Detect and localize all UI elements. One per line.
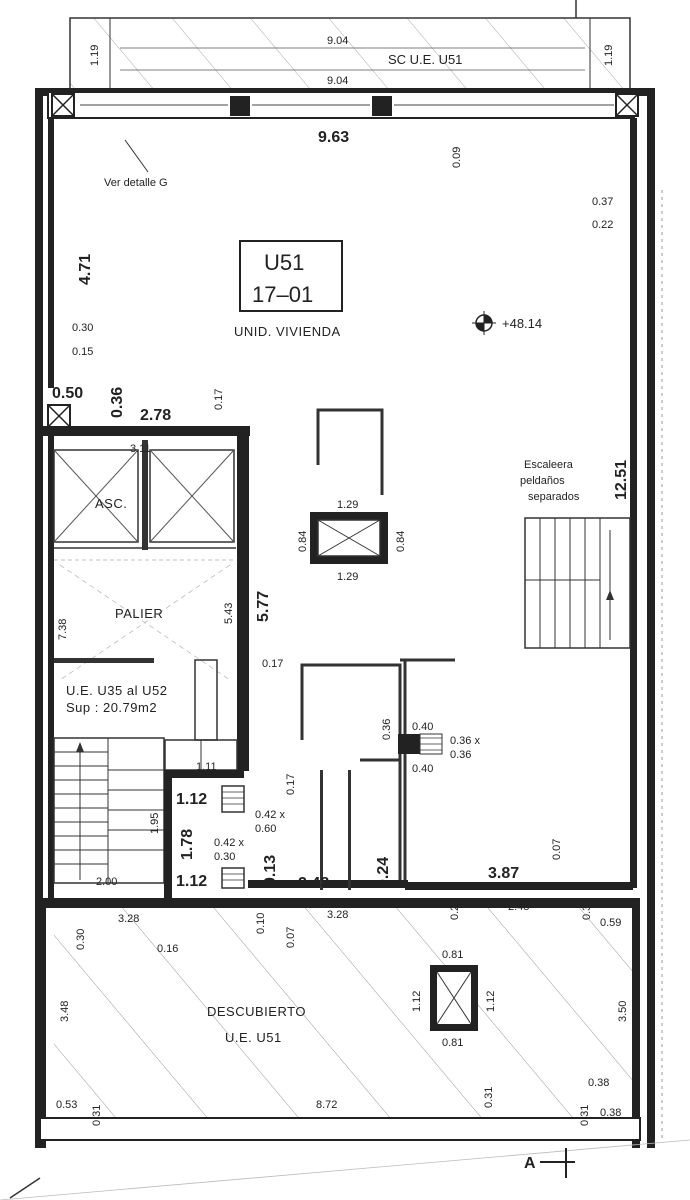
unit-box (239, 240, 343, 312)
dim-0-13: 0.13 (262, 855, 279, 886)
dim-0-38-b: 0.38 (600, 1107, 621, 1119)
dim-8-72: 8.72 (316, 1099, 337, 1111)
dim-12-51: 12.51 (613, 460, 630, 500)
dim-0-42-a-1: 0.42 x (255, 809, 285, 821)
top-terrace (69, 0, 631, 91)
dim-0-40-a: 0.40 (412, 721, 433, 733)
interior-walls (40, 408, 640, 908)
dim-0-09: 0.09 (451, 147, 463, 168)
dim-2-48-a: 2.48 (298, 875, 329, 892)
dim-0-42-b-1: 0.42 x (214, 837, 244, 849)
terrace-dim-right: 1.19 (603, 45, 615, 66)
room-common-2: Sup : 20.79m2 (66, 700, 157, 715)
unit-number: 17–01 (252, 282, 313, 307)
duct-size-1: 0.36 x (450, 735, 480, 747)
dim-3-11: 3.11 (130, 443, 151, 455)
dim-7-38: 7.38 (57, 619, 69, 640)
dim-0-36-b: 0.36 (381, 719, 393, 740)
dim-3-28-a: 3.28 (118, 913, 139, 925)
terrace-dim-bottom: 9.04 (327, 75, 348, 87)
dim-0-42-a-2: 0.60 (255, 823, 276, 835)
dim-0-10: 0.10 (255, 913, 267, 934)
terrace-dim-top: 9.04 (327, 35, 348, 47)
exterior-walls (35, 88, 663, 1148)
dim-0-59: 0.59 (600, 917, 621, 929)
dim-0-31-b: 0.31 (483, 1087, 495, 1108)
dim-1-12-c: 1.12 (411, 991, 423, 1012)
dim-1-12-d: 1.12 (485, 991, 497, 1012)
unit-use-label: UNID. VIVIENDA (234, 324, 341, 339)
dim-3-87: 3.87 (488, 865, 519, 882)
dim-3-28-b: 3.28 (327, 909, 348, 921)
room-common-1: U.E. U35 al U52 (66, 683, 167, 698)
stair-note-1: Escaleera (524, 459, 574, 471)
dim-0-38-a: 0.38 (588, 1077, 609, 1089)
dim-3-48: 3.48 (59, 1001, 71, 1022)
section-marker: A (524, 1155, 536, 1172)
dim-0-17-a: 0.17 (213, 389, 225, 410)
room-open-2: U.E. U51 (225, 1030, 282, 1045)
dim-1-12-b: 1.12 (176, 873, 207, 890)
dim-0-17-c: 0.17 (285, 774, 297, 795)
dim-0-30-b: 0.30 (75, 929, 87, 950)
dim-0-84-b: 0.84 (395, 531, 407, 552)
dim-0-53: 0.53 (56, 1099, 77, 1111)
dim-0-07-a: 0.07 (551, 839, 563, 860)
dim-0-16: 0.16 (157, 943, 178, 955)
unit-code: U51 (264, 250, 304, 275)
dim-0-31-a: 0.31 (91, 1105, 103, 1126)
room-open-1: DESCUBIERTO (207, 1004, 306, 1019)
dim-main-width: 9.63 (318, 129, 349, 146)
dim-4-71: 4.71 (77, 254, 94, 285)
dim-2-00: 2.00 (96, 876, 117, 888)
dim-2-78: 2.78 (140, 407, 171, 424)
dim-1-29-a: 1.29 (337, 499, 358, 511)
dim-0-84-a: 0.84 (297, 531, 309, 552)
dim-0-32: 0.32 (581, 899, 593, 920)
dim-0-81-b: 0.81 (442, 1037, 463, 1049)
detail-leader (124, 139, 149, 173)
terrace-dim-left: 1.19 (89, 45, 101, 66)
dim-0-17-b: 0.17 (262, 658, 283, 670)
terrace-label: SC U.E. U51 (388, 52, 462, 67)
dim-1-29-b: 1.29 (337, 571, 358, 583)
stair-note-3: separados (528, 491, 580, 503)
detail-reference: Ver detalle G (104, 177, 168, 189)
common-core (40, 404, 250, 906)
level-marker-icon (472, 311, 496, 335)
dim-0-81-a: 0.81 (442, 949, 463, 961)
dim-3-50: 3.50 (617, 1001, 629, 1022)
level-label: +48.14 (502, 316, 542, 331)
dim-0-40-b: 0.40 (412, 763, 433, 775)
dim-2-48-b: 2.48 (508, 901, 529, 913)
dim-1-78: 1.78 (179, 829, 196, 860)
dim-1-95: 1.95 (149, 813, 161, 834)
dim-0-50: 0.50 (52, 385, 83, 402)
dim-0-24-b: 0.24 (449, 899, 461, 920)
dim-0-30-a: 0.30 (72, 322, 93, 334)
room-landing: PALIER (115, 606, 163, 621)
stair-note-2: peldaños (520, 475, 565, 487)
dim-0-42-b-2: 0.30 (214, 851, 235, 863)
dim-5-77: 5.77 (255, 591, 272, 622)
open-air-area (0, 908, 690, 1200)
dim-0-22: 0.22 (592, 219, 613, 231)
dim-1-12-a: 1.12 (176, 791, 207, 808)
dim-5-43: 5.43 (223, 603, 235, 624)
room-elevator: ASC. (95, 496, 127, 511)
duct-size-2: 0.36 (450, 749, 471, 761)
dim-0-15: 0.15 (72, 346, 93, 358)
dim-0-37: 0.37 (592, 196, 613, 208)
dim-0-07-c: 0.07 (285, 927, 297, 948)
dim-1-11: 1.11 (196, 761, 217, 773)
dim-0-31-c: 0.31 (579, 1105, 591, 1126)
dim-0-36: 0.36 (109, 387, 126, 418)
dim-0-24-a: 0.24 (375, 857, 392, 888)
